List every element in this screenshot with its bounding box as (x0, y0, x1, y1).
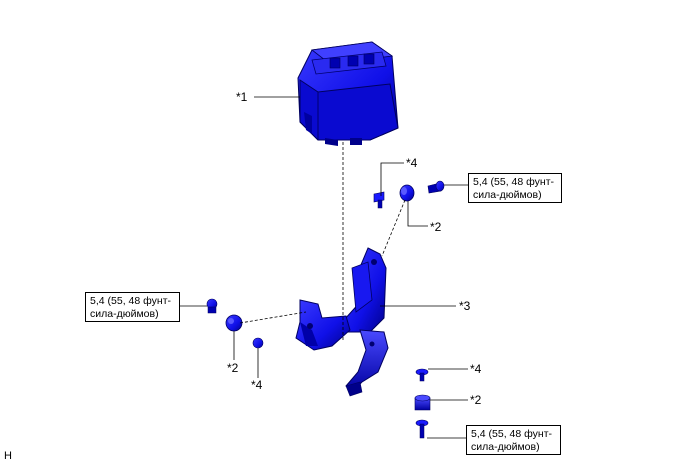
torque-line-1: 5,4 (55, 48 фунт- (471, 428, 552, 440)
bolt-top (427, 180, 445, 194)
collar-bottom (415, 368, 429, 382)
torque-line-1: 5,4 (55, 48 фунт- (473, 176, 554, 188)
assembly-lines (239, 142, 406, 342)
bracket (295, 247, 389, 397)
collar-left (252, 337, 264, 349)
torque-line-2: сила-дюймов) (473, 189, 542, 201)
label-abs-actuator: *1 (236, 90, 248, 104)
collar-top (373, 191, 385, 209)
torque-line-2: сила-дюймов) (471, 441, 540, 453)
label-cushion-left: *2 (227, 361, 239, 375)
bolt-left (206, 298, 218, 314)
torque-box-left: 5,4 (55, 48 фунт- сила-дюймов) (85, 292, 180, 322)
label-collar-left: *4 (251, 378, 263, 392)
label-cushion-top: *2 (430, 220, 442, 234)
torque-box-top: 5,4 (55, 48 фунт- сила-дюймов) (468, 173, 562, 203)
figure-code: H (4, 450, 12, 462)
label-collar-top: *4 (406, 156, 418, 170)
abs-actuator (297, 41, 399, 146)
leader-lines (180, 96, 468, 439)
label-bracket: *3 (459, 299, 471, 313)
cushion-top (399, 184, 415, 202)
cushion-bottom (414, 394, 431, 411)
cushion-left (225, 314, 243, 332)
torque-line-2: сила-дюймов) (90, 308, 159, 320)
torque-box-bottom: 5,4 (55, 48 фунт- сила-дюймов) (466, 425, 561, 455)
label-collar-bottom: *4 (470, 362, 482, 376)
torque-line-1: 5,4 (55, 48 фунт- (90, 295, 171, 307)
label-cushion-bottom: *2 (470, 393, 482, 407)
bolt-bottom (415, 419, 429, 439)
